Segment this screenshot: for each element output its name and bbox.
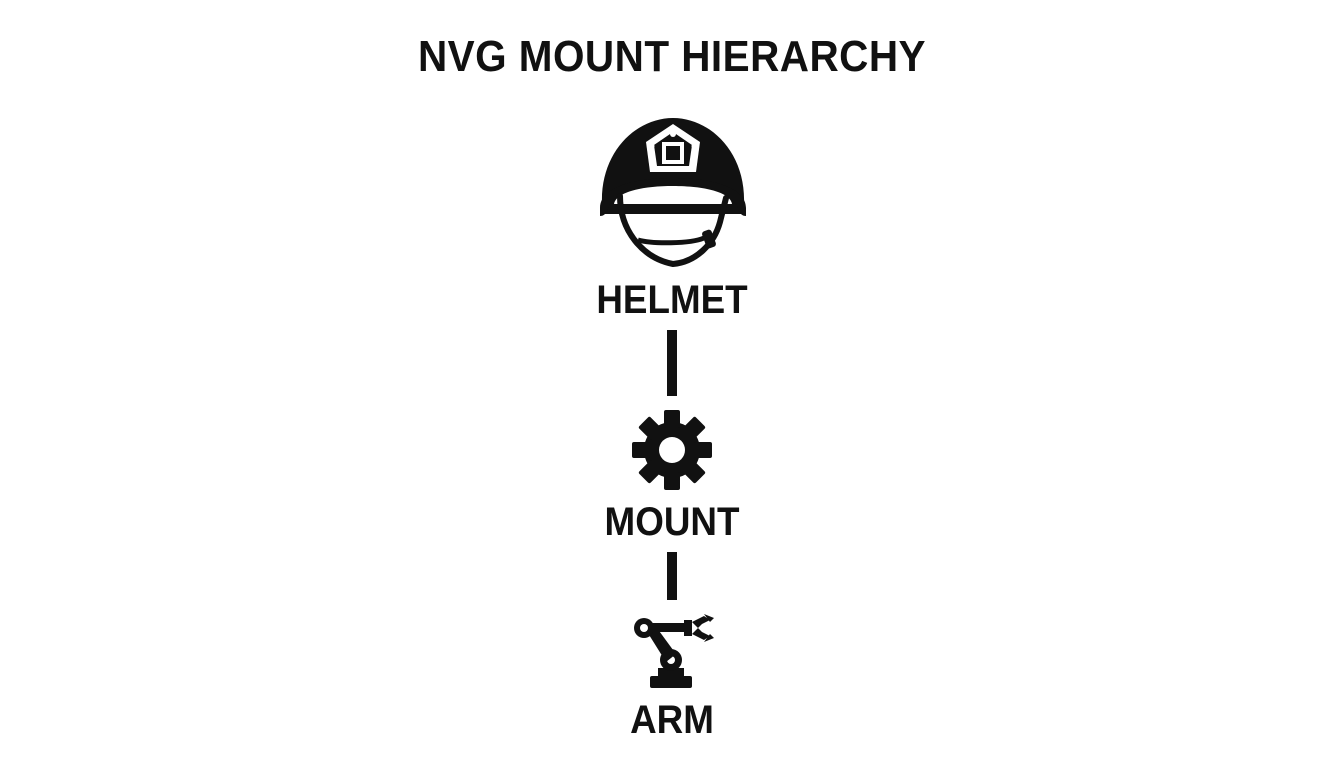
connector-line (667, 552, 677, 600)
node-label-arm: ARM (630, 698, 714, 742)
node-label-mount: MOUNT (604, 500, 740, 544)
gear-icon (632, 410, 712, 490)
diagram-title: NVG MOUNT HIERARCHY (417, 32, 927, 81)
node-label-helmet: HELMET (596, 278, 748, 322)
connector-line (667, 330, 677, 396)
helmet-icon (600, 118, 746, 268)
robotic-arm-icon (634, 614, 714, 688)
